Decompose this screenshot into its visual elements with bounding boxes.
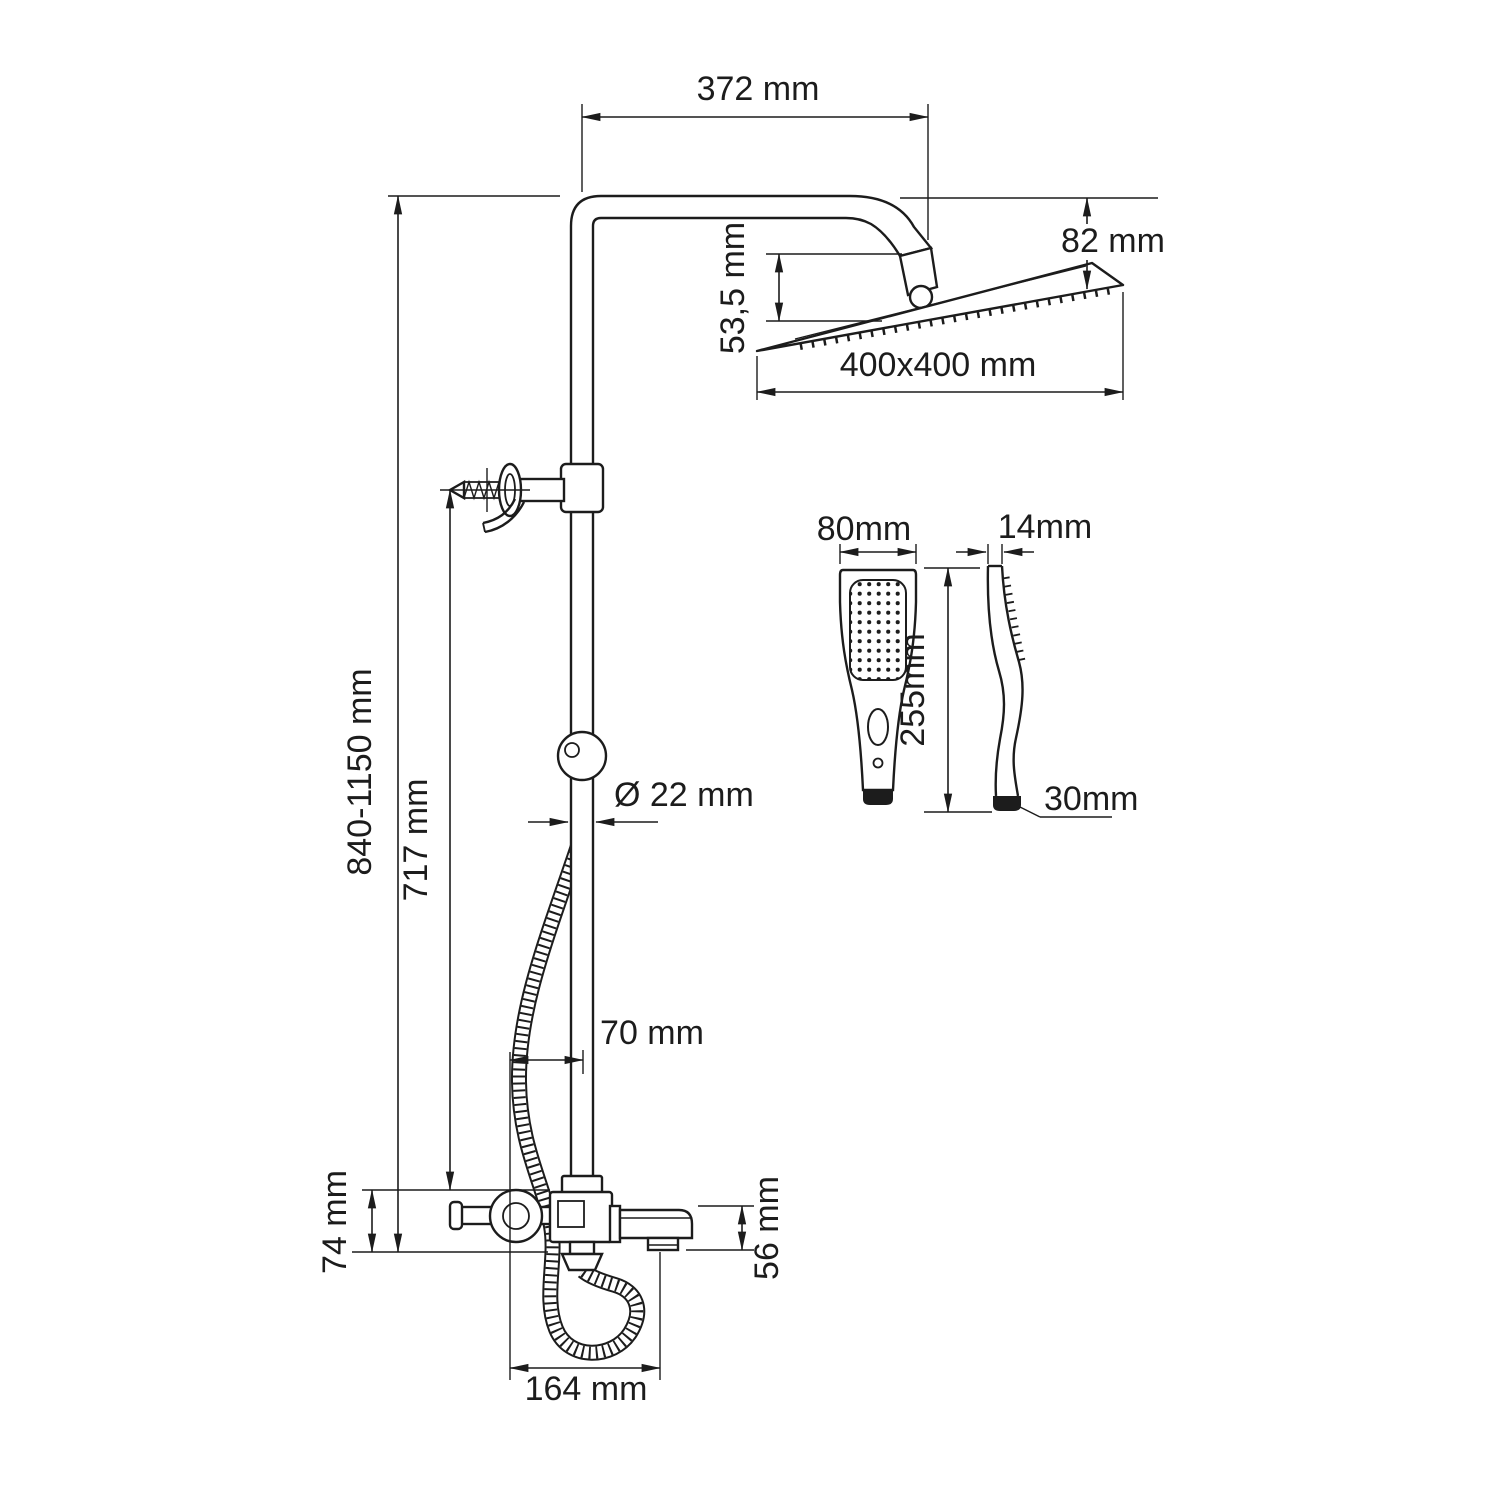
side-bottom-cap [993,796,1021,811]
dim-label-hand-shower-cap: 30mm [1044,780,1138,818]
dim-hand-shower-width: 80mm [817,510,917,564]
slider-knob [556,730,608,782]
holder-hook [484,501,526,534]
dim-label-hand-shower-depth: 14mm [998,508,1092,546]
dim-label-head-size: 400x400 mm [840,346,1037,384]
dim-hand-shower-cap: 30mm [1017,780,1138,818]
spout-ring [608,1204,622,1244]
dim-pipe-diameter: Ø 22 mm [528,776,754,827]
dim-label-head-drop: 82 mm [1061,222,1165,260]
hose-port [568,1240,596,1256]
dim-total-height: 840-1150 mm [341,195,560,1253]
dim-label-bracket-to-mixer: 717 mm [397,779,435,902]
dim-bracket-to-mixer: 717 mm [362,489,550,1191]
mixer-assembly [448,1174,694,1272]
rain-shower-head [755,246,1125,353]
dim-handle-offset: 70 mm [509,1014,704,1380]
dim-head-offset: 53,5 mm [714,222,902,354]
dim-spout-reach: 164 mm [509,1252,661,1408]
dim-hand-shower-depth: 14mm [956,508,1092,564]
dim-label-pipe-diameter: Ø 22 mm [614,776,754,814]
dim-head-size: 400x400 mm [756,292,1124,400]
dim-head-drop: 82 mm [900,197,1175,290]
hand-shower-side-view [986,564,1026,811]
dim-label-spout-height: 56 mm [748,1176,786,1280]
dim-label-total-height: 840-1150 mm [341,668,379,875]
shower-head-stem [898,246,939,297]
dim-label-spout-reach: 164 mm [525,1370,648,1408]
mixer-body [548,1190,614,1244]
dim-label-head-offset: 53,5 mm [714,222,752,354]
handle-flange [488,1188,544,1244]
shower-hose [510,843,646,1361]
dim-label-handle-offset: 70 mm [600,1014,704,1052]
dim-arm-width: 372 mm [581,70,929,240]
dim-hand-shower-length: 255mm [894,567,992,813]
hand-shower-front-view [838,568,918,805]
dim-label-hand-shower-length: 255mm [894,633,932,746]
mode-button [867,708,889,746]
hose-nut [560,1252,604,1272]
dim-mixer-height: 74 mm [316,1170,377,1274]
dim-label-arm-width: 372 mm [697,70,820,108]
dim-label-hand-shower-width: 80mm [817,510,911,548]
spout-outlet [646,1236,680,1252]
riser-and-arm [569,194,934,1194]
handle-end-cap [448,1200,464,1231]
dim-label-mixer-height: 74 mm [316,1170,354,1274]
spray-face-dots [849,579,907,681]
bath-spout [618,1208,694,1240]
handle-bottom-cap [863,790,893,805]
dim-spout-height: 56 mm [686,1176,786,1280]
side-spray-face-ribs [1002,576,1026,662]
